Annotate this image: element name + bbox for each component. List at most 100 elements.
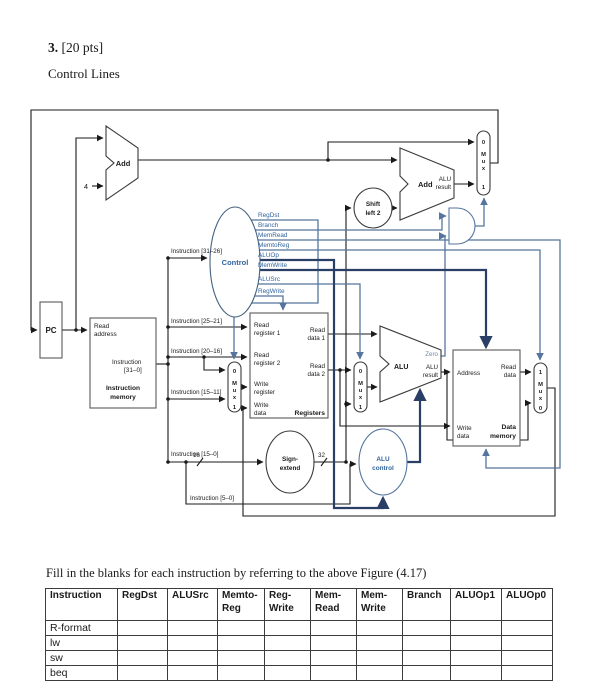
table-row-sw: sw <box>45 650 553 666</box>
col-alusrc: ALUSrc <box>167 588 218 621</box>
dmem-address: Address <box>457 370 480 377</box>
blank-cell <box>501 620 553 636</box>
blank-cell <box>264 620 311 636</box>
regs-name: Registers <box>295 410 326 417</box>
alu-label: ALU <box>394 364 408 371</box>
table-row-beq: beq <box>45 665 553 681</box>
signal-memtoreg: MemtoReg <box>258 242 290 249</box>
alusrc-mux-u: u <box>359 388 363 394</box>
field-25-21: Instruction [25–21] <box>171 318 222 325</box>
shift-label-1: Shift <box>366 201 381 208</box>
blank-cell <box>264 650 311 666</box>
dmem-name1: Data <box>502 424 517 431</box>
blank-cell <box>264 635 311 651</box>
control-unit <box>209 206 261 318</box>
registers-box <box>249 312 329 419</box>
col-memwrite: Mem-Write <box>356 588 403 621</box>
field-15-0: Instruction [15–0] <box>171 451 219 458</box>
blank-cell <box>356 620 403 636</box>
dmem-wd1: Write <box>457 425 472 432</box>
datapath-svg: PC 4 Add Add ALU result Shift left 2 Con… <box>30 109 561 517</box>
question-header: 3. [20 pts] <box>48 40 103 56</box>
table-row-lw: lw <box>45 635 553 651</box>
memtoreg-mux-u: u <box>539 389 543 395</box>
blank-cell <box>450 665 502 681</box>
regdst-mux-0: 0 <box>233 369 236 375</box>
regs-rr2b: register 2 <box>254 360 281 367</box>
field-5-0: Instruction [5–0] <box>190 495 234 502</box>
blank-cell <box>167 635 218 651</box>
pcsrc-mux-m: M <box>481 152 486 158</box>
blank-cell <box>217 650 265 666</box>
col-memread: Mem-Read <box>310 588 357 621</box>
table-caption: Fill in the blanks for each instruction … <box>46 566 427 580</box>
alusrc-mux-1: 1 <box>359 405 363 411</box>
signal-aluop: ALUOp <box>258 252 279 259</box>
signext-l2: extend <box>280 465 301 472</box>
blank-cell <box>501 650 553 666</box>
junction-dots <box>74 158 449 464</box>
registers-labels: Read register 1 Read register 2 Write re… <box>254 322 325 417</box>
memtoreg-mux-x: x <box>539 396 543 402</box>
regs-wda: Write <box>254 402 269 409</box>
blank-cell <box>167 650 218 666</box>
blank-cell <box>356 635 403 651</box>
blank-cell <box>310 650 357 666</box>
pc-box <box>39 301 63 359</box>
table-row-rformat: R-format <box>45 620 553 636</box>
alusrc-mux-m: M <box>358 381 363 387</box>
question-subtitle: Control Lines <box>48 66 120 81</box>
regdst-mux-1: 1 <box>233 405 237 411</box>
instruction-memory-labels: Read address Instruction [31–0] Instruct… <box>94 323 142 401</box>
field-31-26: Instruction [31–26] <box>171 248 222 255</box>
blank-cell <box>402 650 451 666</box>
dmem-wd2: data <box>457 433 470 440</box>
pcsrc-mux-x: x <box>482 166 486 172</box>
shift-left-2-unit <box>353 187 393 229</box>
mux-labels: 0 M u x 1 0 M u x 1 0 M u x 1 1 M u x 0 <box>232 140 543 412</box>
blank-cell <box>356 650 403 666</box>
dmem-rd1: Read <box>501 364 517 371</box>
col-regdst: RegDst <box>117 588 168 621</box>
regs-wrb: register <box>254 389 275 396</box>
blank-cell <box>117 665 168 681</box>
memtoreg-mux-1: 1 <box>539 370 543 376</box>
signal-alusrc: ALUSrc <box>258 276 281 283</box>
regdst-mux-m: M <box>232 381 237 387</box>
blank-cell <box>310 635 357 651</box>
aluctl-labels: ALU control <box>372 456 394 472</box>
table-header-row: Instruction RegDst ALUSrc Memto-Reg Reg-… <box>45 588 553 621</box>
imem-name1: Instruction <box>106 385 140 392</box>
alu-control-unit <box>358 428 408 496</box>
imem-out1: Instruction <box>112 359 142 366</box>
blank-cell <box>117 620 168 636</box>
alu-result-1: ALU <box>426 364 438 371</box>
pcsrc-mux-0: 0 <box>482 140 485 146</box>
navy-wires <box>235 258 493 510</box>
regdst-mux-x: x <box>233 395 237 401</box>
sign-extend-unit <box>265 430 315 494</box>
blank-cell <box>450 620 502 636</box>
signal-regdst: RegDst <box>258 212 280 219</box>
memtoreg-mux-m: M <box>538 382 543 388</box>
col-branch: Branch <box>402 588 451 621</box>
blank-cell <box>117 635 168 651</box>
control-signal-labels: RegDst Branch MemRead MemtoReg ALUOp Mem… <box>258 212 290 295</box>
const-four-label: 4 <box>84 182 88 191</box>
aluctl-l1: ALU <box>376 456 390 463</box>
col-aluop0: ALUOp0 <box>501 588 553 621</box>
dmem-name2: memory <box>490 433 516 440</box>
regs-rd1a: Read <box>310 327 326 334</box>
instruction-memory-box <box>89 317 157 409</box>
regdst-mux <box>227 361 242 413</box>
memtoreg-mux <box>533 362 548 414</box>
pc-label: PC <box>45 326 56 335</box>
regs-rd1b: data 1 <box>307 335 325 342</box>
blank-cell <box>217 665 265 681</box>
blank-cell <box>402 620 451 636</box>
regdst-mux-u: u <box>233 388 237 394</box>
blank-cell <box>217 635 265 651</box>
field-20-16: Instruction [20–16] <box>171 348 222 355</box>
blank-cell <box>310 620 357 636</box>
col-aluop1: ALUOp1 <box>450 588 502 621</box>
